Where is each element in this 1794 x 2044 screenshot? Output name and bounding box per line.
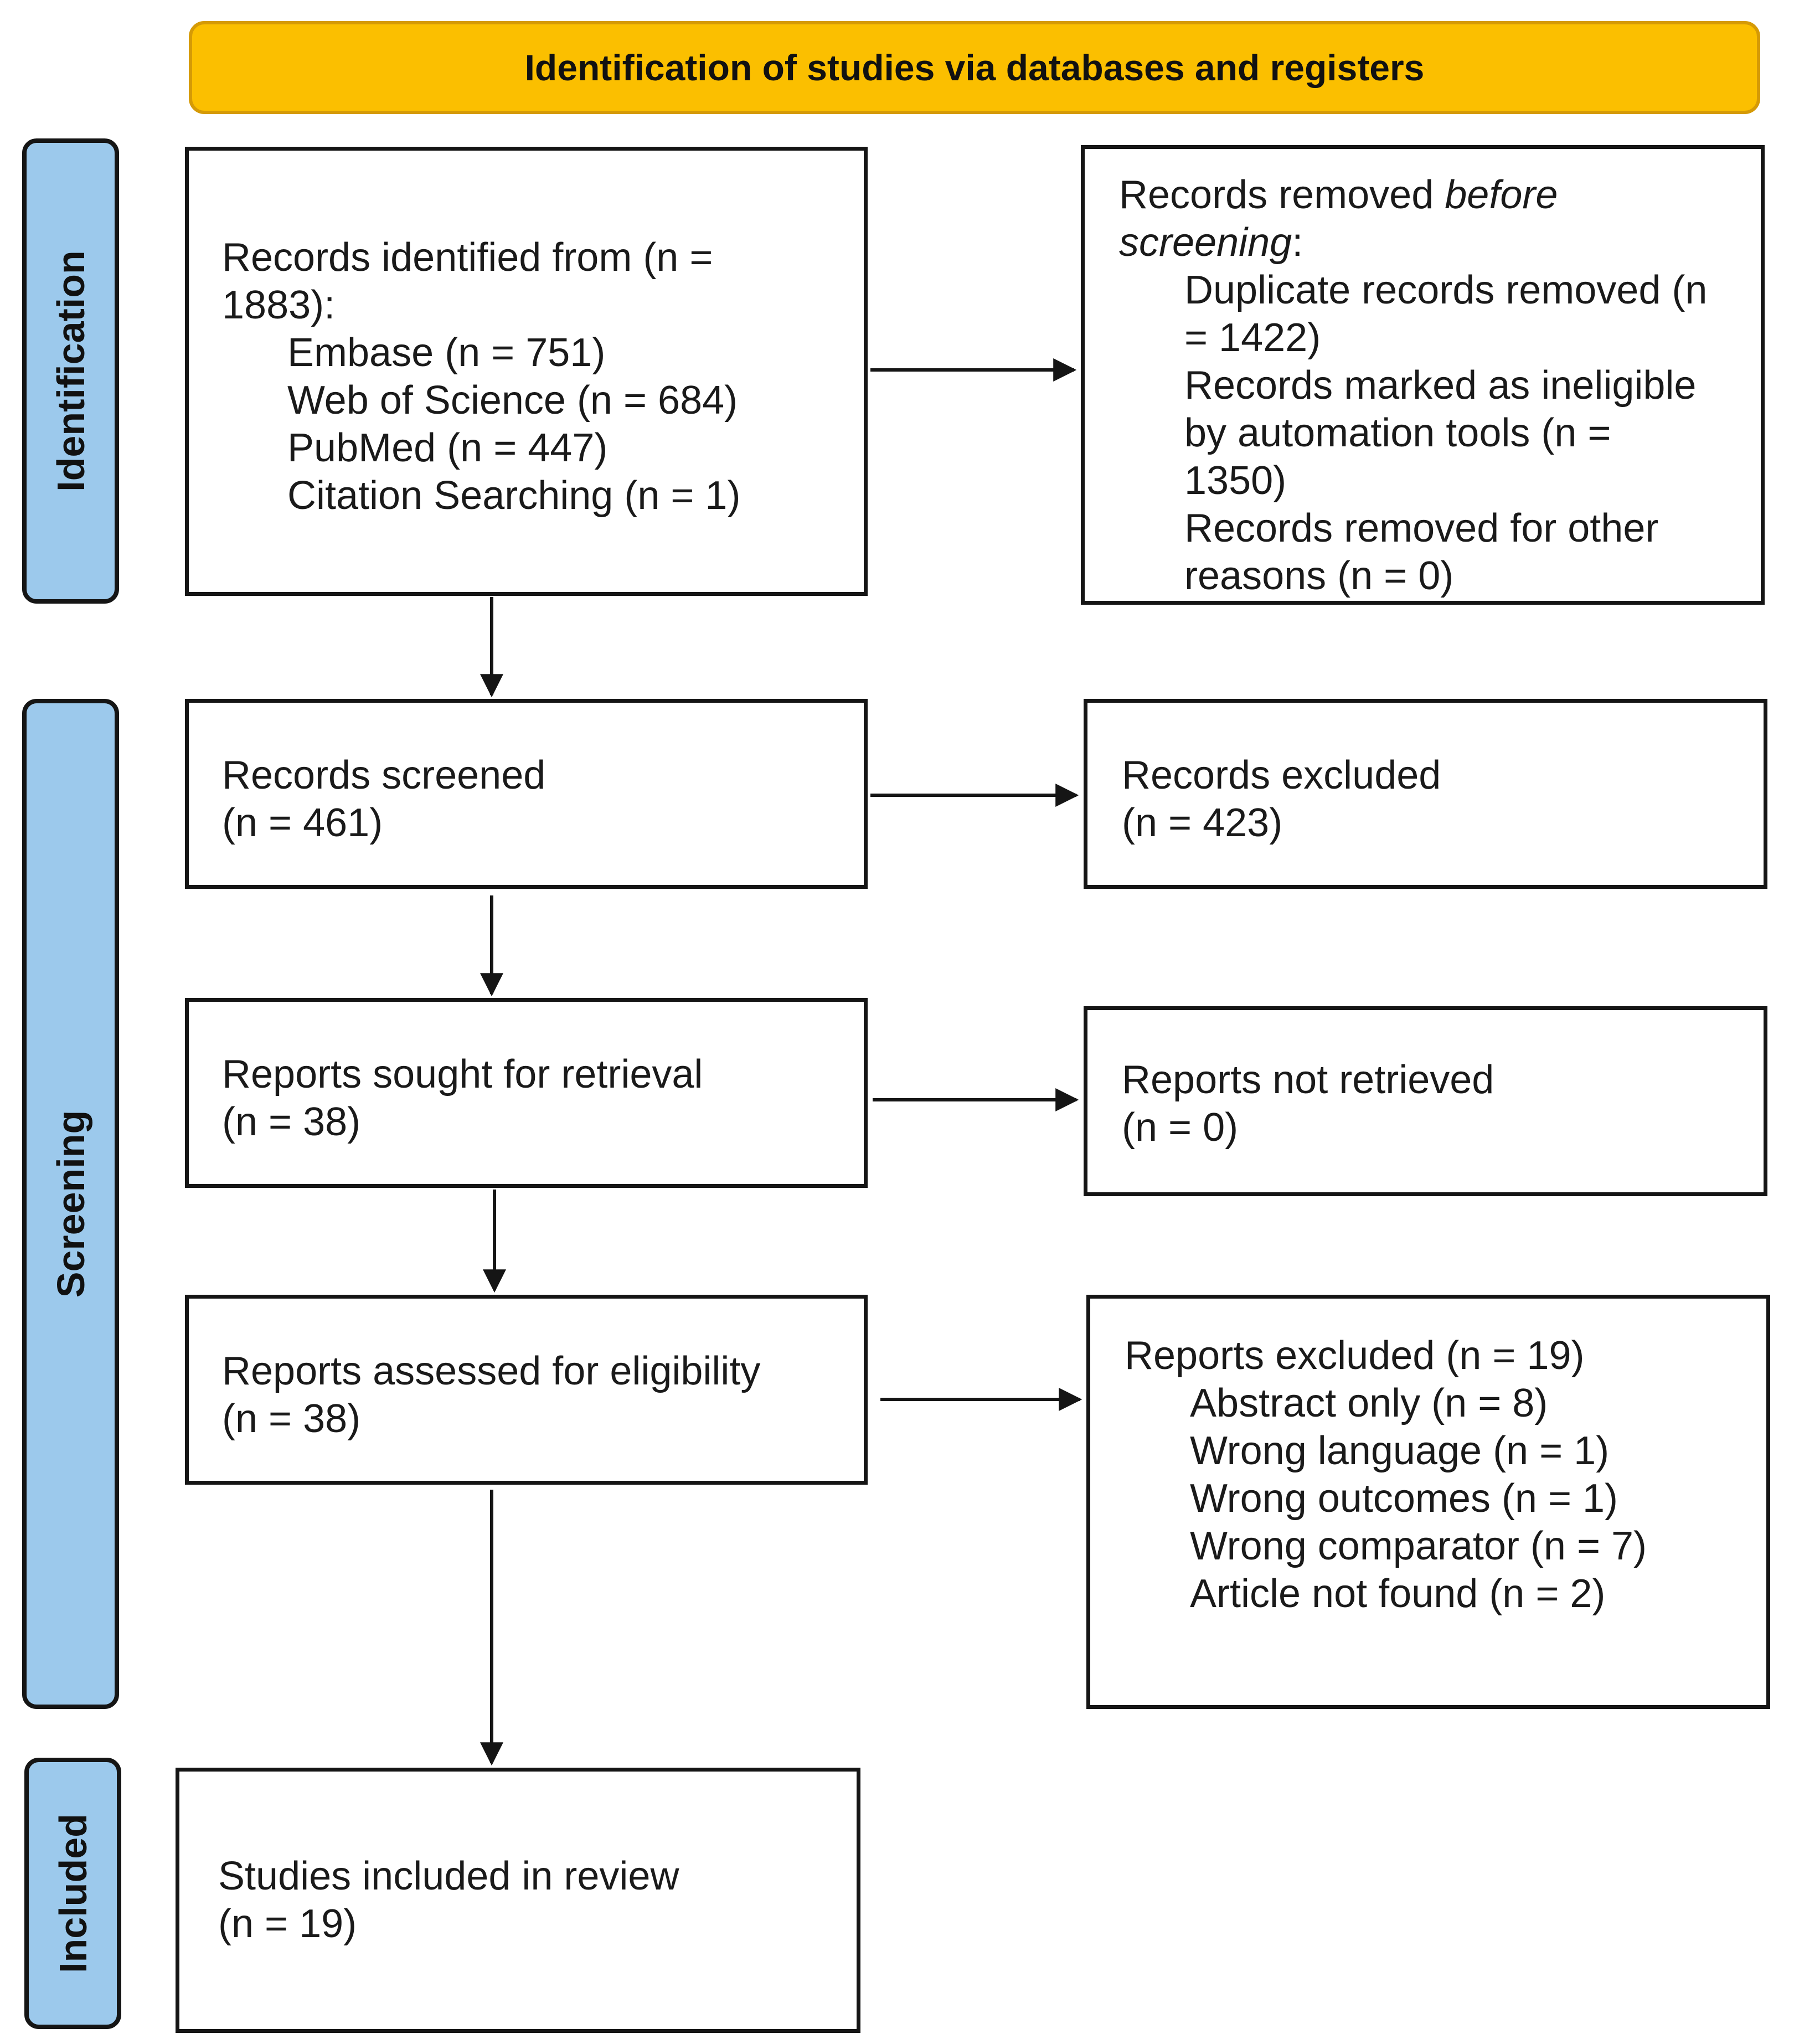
reports-sought-line2: (n = 38): [222, 1100, 361, 1144]
records-removed-box: Records removed before screening: Duplic…: [1081, 145, 1765, 605]
excluded-reason-wrong-comparator: Wrong comparator (n = 7): [1190, 1524, 1647, 1568]
reports-assessed-line1: Reports assessed for eligibility: [222, 1349, 761, 1393]
reports-not-retrieved-line1: Reports not retrieved: [1122, 1058, 1494, 1102]
records-excluded-line2: (n = 423): [1122, 801, 1283, 845]
source-pubmed: PubMed (n = 447): [287, 426, 608, 470]
removed-item-5: 1350): [1184, 459, 1287, 503]
records-identified-text: Records identified from (n = 1883): Emba…: [222, 234, 740, 519]
removed-item-3: Records marked as ineligible: [1184, 363, 1697, 408]
identification-banner: Identification of studies via databases …: [189, 21, 1760, 114]
records-identified-line1: Records identified from (n =: [222, 235, 713, 280]
stage-identification: Identification: [22, 138, 119, 604]
reports-assessed-box: Reports assessed for eligibility (n = 38…: [185, 1295, 868, 1485]
studies-included-box: Studies included in review (n = 19): [176, 1768, 860, 2033]
reports-assessed-line2: (n = 38): [222, 1397, 361, 1441]
reports-excluded-box: Reports excluded (n = 19) Abstract only …: [1086, 1295, 1770, 1709]
studies-included-line1: Studies included in review: [218, 1854, 679, 1898]
reports-excluded-line1: Reports excluded (n = 19): [1125, 1334, 1585, 1378]
studies-included-line2: (n = 19): [218, 1902, 357, 1946]
reports-assessed-text: Reports assessed for eligibility (n = 38…: [222, 1347, 760, 1443]
removed-item-6: Records removed for other: [1184, 506, 1659, 550]
stage-screening: Screening: [22, 699, 119, 1709]
excluded-reason-wrong-language: Wrong language (n = 1): [1190, 1429, 1610, 1473]
stage-included: Included: [24, 1758, 121, 2029]
records-screened-line1: Records screened: [222, 753, 546, 797]
reports-sought-line1: Reports sought for retrieval: [222, 1052, 703, 1096]
records-removed-line1: Records removed before: [1119, 173, 1558, 217]
studies-included-text: Studies included in review (n = 19): [218, 1852, 679, 1948]
reports-excluded-text: Reports excluded (n = 19) Abstract only …: [1125, 1332, 1647, 1618]
excluded-reason-abstract-only: Abstract only (n = 8): [1190, 1381, 1548, 1425]
source-web-of-science: Web of Science (n = 684): [287, 378, 738, 423]
reports-not-retrieved-text: Reports not retrieved (n = 0): [1122, 1056, 1494, 1151]
reports-not-retrieved-box: Reports not retrieved (n = 0): [1084, 1006, 1767, 1196]
records-identified-line2: 1883):: [222, 283, 336, 327]
excluded-reason-article-not-found: Article not found (n = 2): [1190, 1572, 1606, 1616]
records-excluded-text: Records excluded (n = 423): [1122, 751, 1441, 847]
records-excluded-line1: Records excluded: [1122, 753, 1441, 797]
removed-item-4: by automation tools (n =: [1184, 411, 1611, 455]
records-removed-text: Records removed before screening: Duplic…: [1119, 171, 1707, 600]
excluded-reason-wrong-outcomes: Wrong outcomes (n = 1): [1190, 1476, 1618, 1521]
records-screened-text: Records screened (n = 461): [222, 751, 545, 847]
reports-not-retrieved-line2: (n = 0): [1122, 1105, 1239, 1150]
source-embase: Embase (n = 751): [287, 331, 606, 375]
records-removed-line2: screening:: [1119, 220, 1303, 265]
source-citation-searching: Citation Searching (n = 1): [287, 473, 741, 518]
reports-sought-box: Reports sought for retrieval (n = 38): [185, 998, 868, 1188]
removed-item-7: reasons (n = 0): [1184, 554, 1454, 598]
removed-item-1: Duplicate records removed (n: [1184, 268, 1708, 312]
records-screened-box: Records screened (n = 461): [185, 699, 868, 889]
records-screened-line2: (n = 461): [222, 801, 383, 845]
reports-sought-text: Reports sought for retrieval (n = 38): [222, 1051, 703, 1146]
records-identified-box: Records identified from (n = 1883): Emba…: [185, 147, 868, 596]
removed-item-2: = 1422): [1184, 316, 1321, 360]
banner-title: Identification of studies via databases …: [524, 47, 1425, 88]
records-excluded-box: Records excluded (n = 423): [1084, 699, 1767, 889]
